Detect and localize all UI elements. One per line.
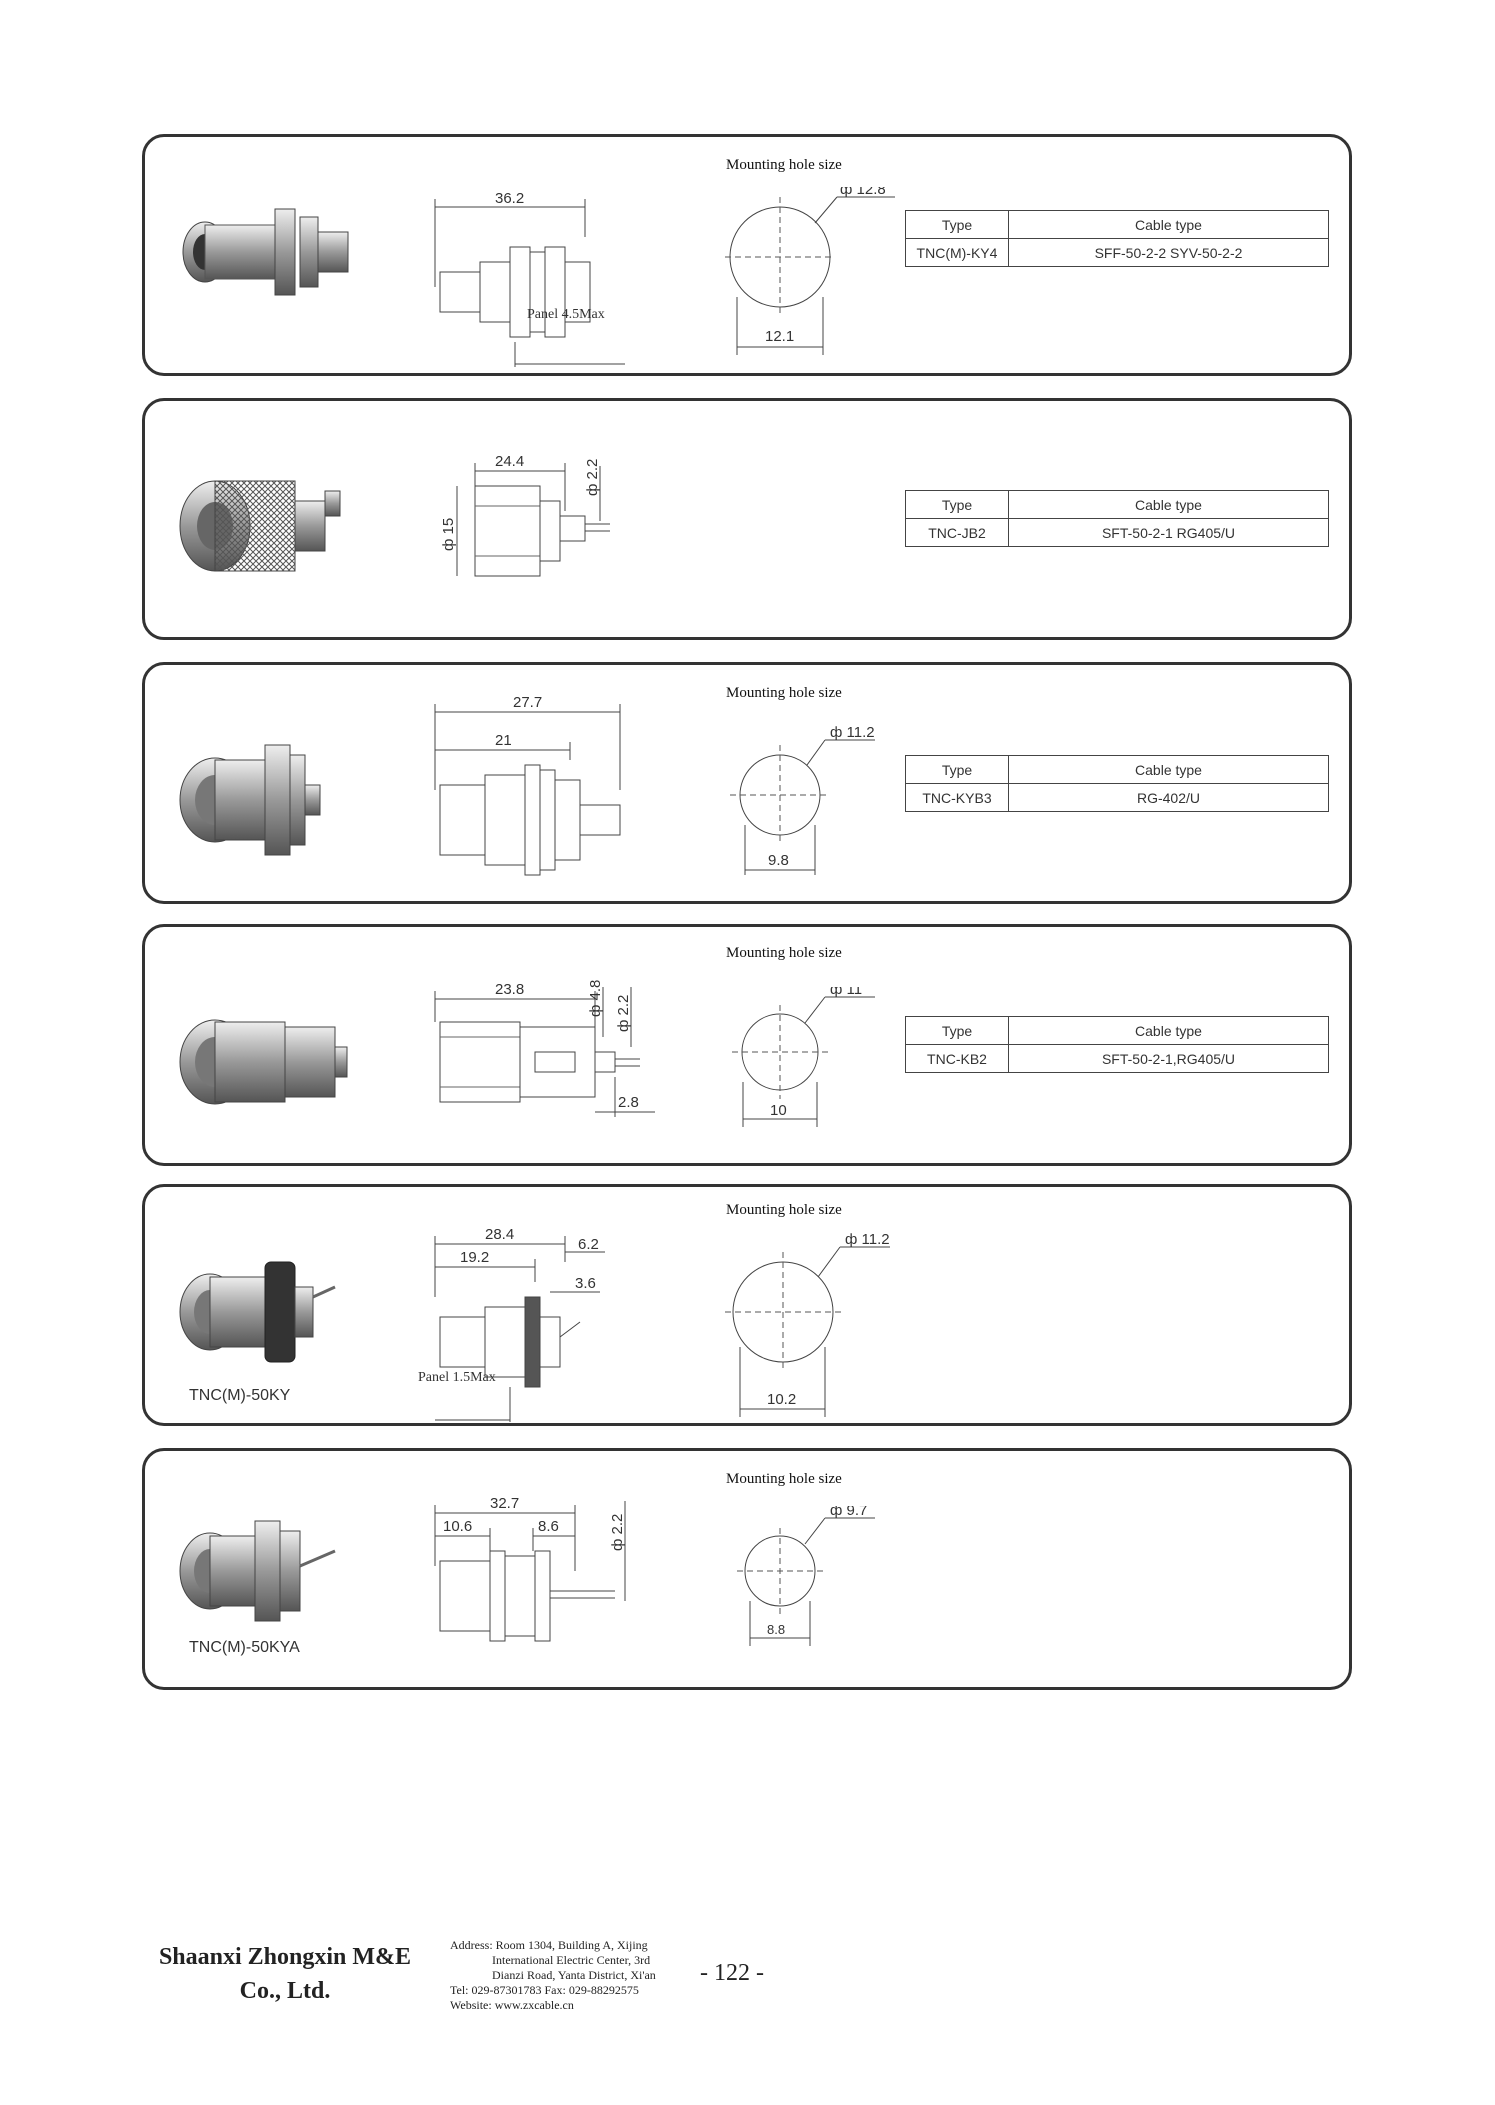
company-line-2: Co., Ltd. [239, 1978, 331, 2004]
mounting-hole-label: Mounting hole size [726, 1202, 842, 1218]
hole-flat-width: 10.2 [767, 1391, 796, 1408]
hole-flat-width: 12.1 [765, 328, 794, 345]
mounting-hole-label: Mounting hole size [726, 945, 842, 961]
type-header: Type [905, 1016, 1009, 1045]
hole-diameter: ф 11.2 [845, 1232, 890, 1248]
dim-b: 3.6 [575, 1275, 596, 1292]
company-line-1: Shaanxi Zhongxin M&E [158, 1944, 412, 1970]
dim-length: 28.4 [485, 1226, 514, 1243]
company-address: Address: Room 1304, Building A, Xijing I… [450, 1938, 656, 2013]
hole-diameter: ф 12.8 [840, 187, 886, 198]
cable-type-header: Cable type [1008, 755, 1329, 784]
connector-photo [179, 744, 321, 856]
cable-type-header: Cable type [1008, 210, 1329, 239]
hole-flat-width: 9.8 [768, 852, 789, 869]
cable-type-value: SFT-50-2-1,RG405/U [1008, 1044, 1329, 1073]
address-line-1: Address: Room 1304, Building A, Xijing [450, 1938, 648, 1952]
connector-photo [179, 1261, 336, 1363]
dim-a: 6.2 [578, 1236, 599, 1253]
company-name: Shaanxi Zhongxin M&E Co., Ltd. [145, 1940, 425, 2008]
mounting-hole-label: Mounting hole size [726, 685, 842, 701]
mounting-hole-drawing: ф 9.7 8.8 [737, 1506, 875, 1646]
cable-type-value: SFF-50-2-2 SYV-50-2-2 [1008, 238, 1329, 267]
dim-a: 10.6 [443, 1518, 472, 1535]
dim-pin-diameter: ф 2.2 [584, 459, 601, 496]
mounting-hole-drawing: ф 12.8 12.1 [725, 187, 895, 355]
connector-panel-3: 27.7 21 Mounting hole size ф 11.2 9.8 Ty… [142, 662, 1352, 904]
page-number: - 122 - [700, 1960, 764, 1986]
connector-panel-6: TNC(M)-50KYA 32.7 10.6 8.6 ф 2.2 Mountin… [142, 1448, 1352, 1690]
dim-diameter: ф 15 [440, 518, 457, 551]
connector-photo [179, 1019, 348, 1105]
dim-length: 24.4 [495, 453, 524, 470]
model-label: TNC(M)-50KY [189, 1387, 291, 1404]
dim-length-2: 21 [495, 732, 512, 749]
type-header: Type [905, 210, 1009, 239]
dim-length: 27.7 [513, 694, 542, 711]
dim-diameter-2: ф 2.2 [615, 995, 632, 1032]
connector-panel-4: 23.8 ф 4.8 ф 2.2 2.8 Mounting hole size … [142, 924, 1352, 1166]
dim-length: 36.2 [495, 190, 524, 207]
dim-length: 23.8 [495, 981, 524, 998]
connector-photo [179, 1520, 336, 1622]
dimension-drawing: 27.7 21 [434, 694, 621, 876]
type-header: Type [905, 490, 1009, 519]
hole-diameter: ф 11 [830, 987, 862, 998]
mounting-hole-drawing: ф 11.2 9.8 [730, 725, 875, 875]
dim-diameter-1: ф 4.8 [587, 980, 604, 1017]
cable-type-header: Cable type [1008, 1016, 1329, 1045]
address-line-2: International Electric Center, 3rd [492, 1953, 651, 1967]
mounting-hole-drawing: ф 11.2 10.2 [725, 1232, 890, 1417]
dimension-drawing: 23.8 ф 4.8 ф 2.2 2.8 [434, 980, 655, 1117]
dimension-drawing: 32.7 10.6 8.6 ф 2.2 [434, 1495, 626, 1642]
hole-diameter: ф 11.2 [830, 725, 875, 741]
address-line-3: Dianzi Road, Yanta District, Xi'an [492, 1968, 656, 1982]
dim-length-2: 19.2 [460, 1249, 489, 1266]
cable-type-value: RG-402/U [1008, 783, 1329, 812]
dim-pin-diameter: ф 2.2 [609, 1514, 626, 1551]
dimension-drawing: 28.4 19.2 6.2 3.6 [434, 1226, 605, 1422]
type-value: TNC(M)-KY4 [905, 238, 1009, 267]
cable-type-value: SFT-50-2-1 RG405/U [1008, 518, 1329, 547]
hole-diameter: ф 9.7 [830, 1506, 867, 1519]
dimension-drawing: 36.2 [434, 190, 625, 367]
connector-photo [182, 208, 349, 296]
hole-flat-width: 8.8 [767, 1622, 785, 1637]
type-value: TNC-KYB3 [905, 783, 1009, 812]
hole-flat-width: 10 [770, 1102, 787, 1119]
dim-b: 8.6 [538, 1518, 559, 1535]
connector-photo [179, 480, 341, 572]
website: Website: www.zxcable.cn [450, 1998, 574, 2012]
type-value: TNC-KB2 [905, 1044, 1009, 1073]
mounting-hole-label: Mounting hole size [726, 1471, 842, 1487]
panel-thickness-label: Panel 4.5Max [527, 307, 605, 322]
connector-panel-5: TNC(M)-50KY 28.4 19.2 6.2 3.6 Panel 1.5M… [142, 1184, 1352, 1426]
panel-thickness-label: Panel 1.5Max [418, 1370, 496, 1385]
mounting-hole-label: Mounting hole size [726, 157, 842, 173]
type-header: Type [905, 755, 1009, 784]
mounting-hole-drawing: ф 11 10 [732, 987, 875, 1127]
dim-tail: 2.8 [618, 1094, 639, 1111]
cable-type-header: Cable type [1008, 490, 1329, 519]
connector-panel-1: 36.2 Panel 4.5Max Mounting hole size ф 1… [142, 134, 1352, 376]
model-label: TNC(M)-50KYA [189, 1639, 300, 1656]
type-value: TNC-JB2 [905, 518, 1009, 547]
dim-length: 32.7 [490, 1495, 519, 1512]
dimension-drawing: 24.4 ф 15 ф 2.2 [440, 453, 610, 577]
tel-fax: Tel: 029-87301783 Fax: 029-88292575 [450, 1983, 639, 1997]
